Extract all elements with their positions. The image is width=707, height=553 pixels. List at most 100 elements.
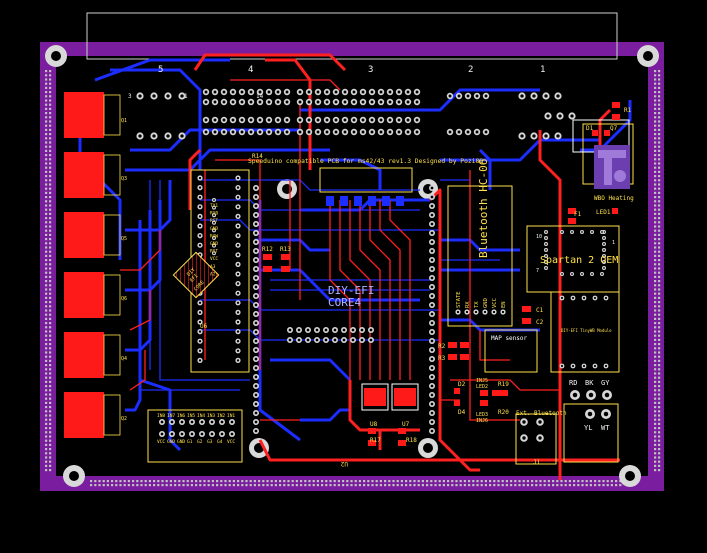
sensor-label-bk: BK	[585, 379, 594, 387]
label-r12: R12	[262, 246, 273, 253]
map-sensor-label: MAP sensor	[491, 335, 528, 342]
sensor-label-rd: RD	[569, 379, 577, 387]
bottom-header-bottom-label: G3	[207, 439, 213, 445]
label-r1: R1	[624, 107, 632, 114]
ext-bluetooth-label: Ext. Bluetooth	[516, 410, 567, 417]
bottom-header-top-label: IN2	[217, 413, 225, 419]
project-logo	[594, 145, 630, 189]
label-led2: LED2	[476, 384, 488, 390]
spartan-label: Spartan 2 OEM	[540, 255, 618, 266]
arduino-pin-label: RX0	[210, 211, 218, 217]
arduino-pin-label: GND	[210, 226, 218, 232]
bluetooth-pin-label: TX	[474, 301, 480, 308]
bluetooth-label: Bluetooth HC-06	[477, 159, 490, 258]
bottom-header-bottom-label: VCC	[227, 439, 235, 445]
silkscreen-text: Speeduino compatible PCB for ms42/43 rev…	[121, 65, 634, 467]
label-q7: Q7	[610, 125, 618, 132]
spartan-pin-7: 7	[536, 268, 539, 274]
bottom-header-bottom-label: G2	[197, 439, 203, 445]
label-r3: R3	[438, 355, 446, 362]
bottom-header-top-label: IN7	[167, 413, 175, 419]
arduino-pin-label: GND	[210, 241, 218, 247]
label-led1: LED1	[596, 209, 611, 216]
arduino-pin-label: A3	[210, 264, 216, 270]
bottom-header-top-label: IN5	[187, 413, 195, 419]
u2-label: U2	[340, 460, 348, 467]
pin-pads	[136, 88, 612, 442]
bluetooth-pin-label: VCC	[492, 298, 498, 308]
nano-text-1: DIY	[186, 267, 197, 278]
label-j1: J1	[533, 459, 541, 466]
board-inner	[56, 56, 648, 476]
spartan-pin-10: 10	[536, 234, 542, 240]
bottom-header-top-label: IN1	[227, 413, 235, 419]
connector-number-3: 3	[368, 65, 373, 75]
label-u6: U6	[200, 323, 208, 330]
bottom-header-top-label: IN3	[207, 413, 215, 419]
connector-outline	[86, 12, 618, 60]
connector-number-4: 4	[248, 65, 253, 75]
bottom-header-bottom-label: GND	[177, 439, 185, 445]
sensor-label-gy: GY	[601, 379, 610, 387]
core-name-line1: DIY-EFI	[328, 284, 374, 297]
spartan-pin-1: 1	[612, 240, 615, 246]
bluetooth-pin-label: RX	[465, 301, 471, 308]
label-q3: Q3	[121, 176, 127, 182]
bottom-header-top-label: IN6	[177, 413, 185, 419]
label-q5: Q5	[121, 236, 127, 242]
label-r20: R20	[498, 409, 509, 416]
bottom-copper-traces	[78, 58, 632, 452]
connector-number-1: 1	[540, 65, 545, 75]
header-pin-1: 1	[184, 93, 188, 100]
connector-number-5: 5	[158, 65, 163, 75]
label-r13: R13	[280, 246, 291, 253]
header-pin-3: 3	[128, 93, 132, 100]
label-q2: Q2	[121, 416, 127, 422]
bottom-header-bottom-label: G1	[187, 439, 193, 445]
mosfet-pads	[64, 92, 104, 438]
board-title-text: Speeduino compatible PCB for ms42/43 rev…	[248, 158, 483, 165]
label-r19: R19	[498, 381, 509, 388]
label-c1: C1	[536, 307, 544, 314]
arduino-pin-label: RST	[210, 218, 218, 224]
bottom-header-top-label: IN4	[197, 413, 205, 419]
label-q1: Q1	[121, 118, 127, 124]
bottom-header-bottom-label: VCC	[157, 439, 165, 445]
label-d1: D1	[586, 125, 594, 132]
arduino-pin-label: A2	[210, 271, 216, 277]
bottom-header-bottom-label: G4	[217, 439, 223, 445]
arduino-pin-label: TX1	[210, 203, 218, 209]
label-u8: U8	[370, 421, 378, 428]
inj5-label: INJ5	[476, 378, 488, 384]
label-c2: C2	[536, 319, 544, 326]
label-f1: F1	[574, 211, 582, 218]
bluetooth-pin-label: GND	[483, 298, 489, 308]
mosfet-outlines	[103, 94, 121, 436]
header-pin-14: 14	[256, 93, 264, 100]
wb-heating-label: WBO Heating	[594, 195, 634, 202]
label-u7: U7	[402, 421, 410, 428]
regulator-pads	[361, 383, 419, 411]
arduino-pin-label: RAW	[210, 233, 218, 239]
mounting-holes	[45, 45, 659, 487]
rotated-chip	[172, 251, 220, 299]
label-r18: R18	[406, 437, 417, 444]
arduino-pin-label: VCC	[210, 256, 218, 262]
top-copper-traces	[188, 53, 620, 480]
connector-number-2: 2	[468, 65, 473, 75]
bluetooth-pin-label: STATE	[456, 291, 462, 308]
inj6-label: INJ6	[476, 418, 488, 424]
core-name-line2: CORE4	[328, 296, 361, 309]
label-r2: R2	[438, 343, 446, 350]
label-led3: LED3	[476, 412, 488, 418]
label-d4: D4	[458, 409, 466, 416]
label-d2: D2	[458, 381, 466, 388]
label-r14: R14	[252, 153, 263, 160]
label-q4: Q4	[121, 356, 127, 362]
label-r17: R17	[370, 437, 381, 444]
